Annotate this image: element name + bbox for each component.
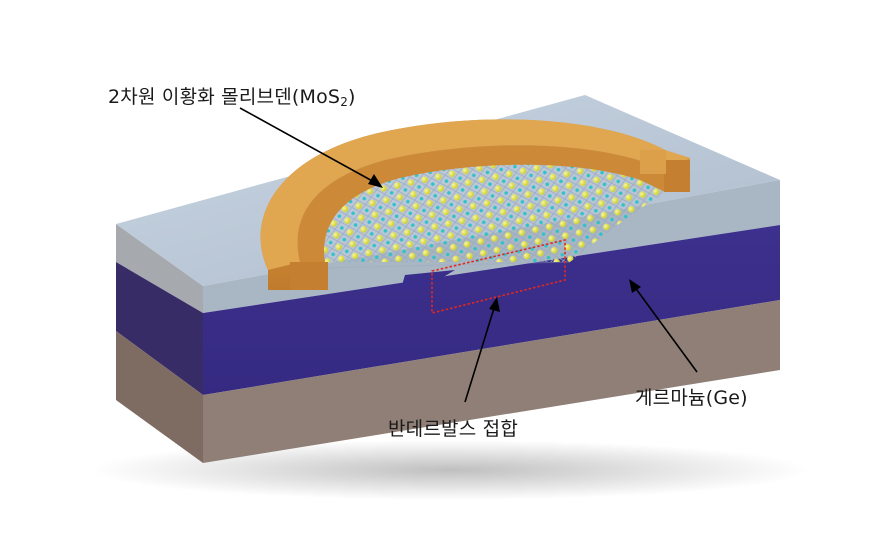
ge-arrow-line xyxy=(633,285,698,373)
substrate-left-face xyxy=(116,331,203,463)
ge-layer-left-face xyxy=(116,262,203,395)
junction-arrow-head-icon xyxy=(489,297,500,312)
mos2-label: 2차원 이황화 몰리브덴(MoS2) xyxy=(108,86,356,109)
annotation-arrows xyxy=(239,107,698,403)
substrate-front-face xyxy=(203,300,780,463)
junction-arrow-line xyxy=(464,304,496,403)
notch xyxy=(400,270,455,292)
mos2-arrow-head-icon xyxy=(368,174,383,188)
vdw-junction-box xyxy=(431,238,566,315)
electrode xyxy=(260,119,690,290)
vdw-junction-label: 반데르발스 접합 xyxy=(388,418,518,440)
ge-layer-front-face xyxy=(203,225,780,395)
germanium-label: 게르마늄(Ge) xyxy=(635,387,748,409)
block-shadow xyxy=(90,440,810,500)
top-layer-left-face xyxy=(116,224,203,313)
ge-arrow-head-icon xyxy=(629,279,641,293)
mos2-arrow-line xyxy=(239,107,377,184)
